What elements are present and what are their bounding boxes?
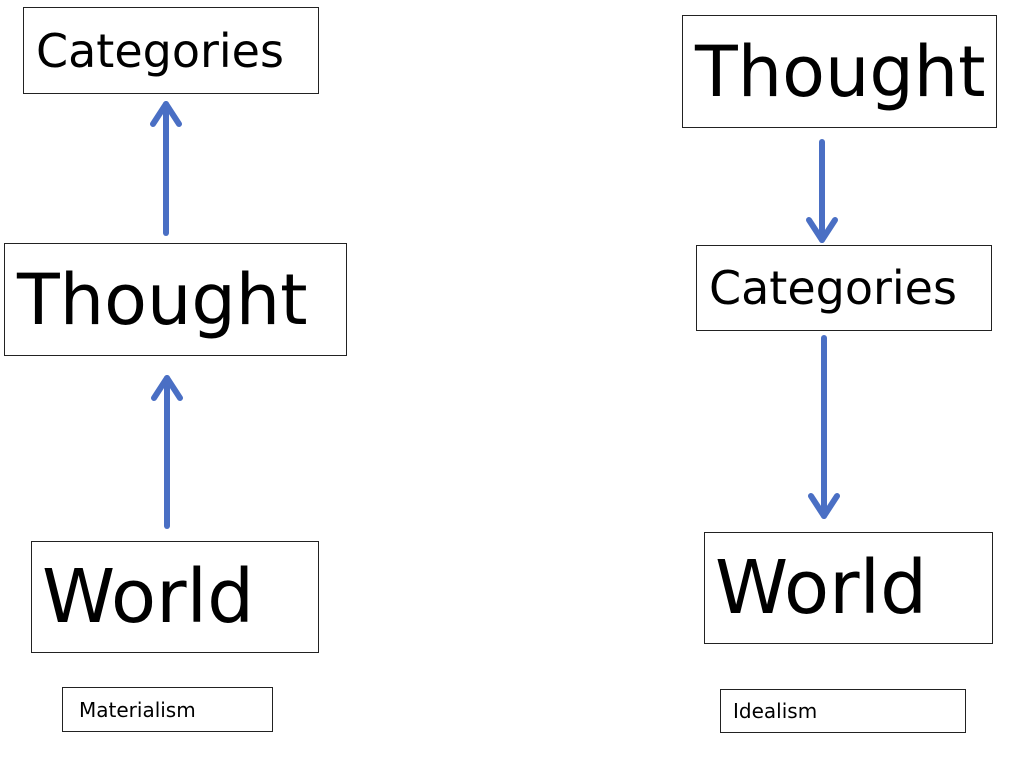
materialism-label-text: Materialism	[79, 697, 196, 722]
idealism-categories-text: Categories	[709, 261, 957, 315]
arrow-up-to-categories	[150, 101, 182, 236]
materialism-thought-box: Thought	[4, 243, 347, 356]
idealism-world-box: World	[704, 532, 993, 644]
materialism-world-box: World	[31, 541, 319, 653]
arrow-down-to-categories	[806, 139, 838, 243]
arrow-down-to-world	[808, 335, 840, 519]
idealism-label-box: Idealism	[720, 689, 966, 733]
arrow-up-to-thought	[151, 375, 183, 529]
materialism-label-box: Materialism	[62, 687, 273, 732]
idealism-thought-box: Thought	[682, 15, 997, 128]
materialism-categories-text: Categories	[36, 23, 284, 78]
idealism-label-text: Idealism	[733, 699, 818, 723]
idealism-world-text: World	[715, 545, 928, 631]
materialism-categories-box: Categories	[23, 7, 319, 94]
materialism-world-text: World	[42, 554, 255, 640]
idealism-categories-box: Categories	[696, 245, 992, 331]
materialism-thought-text: Thought	[17, 258, 308, 341]
idealism-thought-text: Thought	[695, 30, 986, 113]
